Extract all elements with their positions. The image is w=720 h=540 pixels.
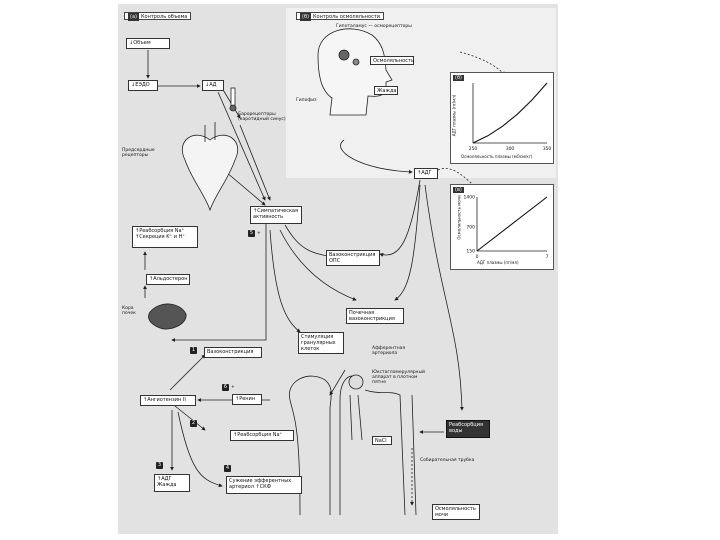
marker-5: 5 — [248, 230, 255, 237]
water-reabsorption-box: Реабсорбция воды — [446, 420, 490, 438]
marker-2: 2 — [190, 420, 197, 427]
pituitary-label: Гипофиз — [296, 98, 317, 103]
marker-3: 3 — [156, 462, 163, 469]
adh-thirst-box: ↑АДГ Жажда — [154, 474, 190, 492]
chart-b-tag: (б) — [453, 75, 464, 81]
chart-b-xtick-1: 300 — [506, 146, 515, 152]
marker-6: 6 — [222, 384, 229, 391]
thirst-box: Жажда — [374, 86, 398, 95]
adrenal-gland-illustration — [148, 303, 187, 330]
chart-urine-osm-vs-adh: (в) Осмоляльность мочи АДГ плазмы (пг/мл… — [450, 184, 554, 270]
chart-c-ytick-0: 1400 — [464, 195, 476, 201]
chart-c-ytick-2: 150 — [466, 249, 475, 255]
chart-c-xlabel: АДГ плазмы (пг/мл) — [477, 260, 519, 265]
na-reabsorption-box: ↑Реабсорбция Na⁺ ↑Секреция K⁺ и H⁺ — [132, 226, 198, 248]
chart-b-xtick-2: 350 — [543, 146, 552, 152]
collecting-duct-label: Собирательная трубка — [420, 458, 475, 463]
chart-b-plot: 250 300 350 — [469, 82, 552, 152]
bp-box: ↓АД — [202, 80, 224, 91]
header-osmolality-control: (б)Контроль осмоляльности — [296, 12, 384, 21]
header-volume-control: (а)Контроль объема — [124, 12, 192, 21]
heart-illustration — [181, 122, 239, 212]
marker-1: 1 — [190, 347, 197, 354]
chart-c-xtick-0: 0 — [476, 254, 479, 260]
jga-label: Юкстагломерулярный аппарат в плотном пят… — [372, 370, 425, 385]
chart-c-ytick-1: 700 — [466, 225, 475, 231]
urine-osmolality-box: Осмоляльность мочи — [432, 504, 480, 520]
plus-sign-b: + — [231, 385, 235, 390]
aldosterone-box: ↑Альдостерон — [146, 274, 190, 285]
adrenal-label: Кора почек — [122, 306, 136, 316]
chart-c-series-line — [476, 196, 548, 252]
chart-c-xtick-1: 7 — [546, 254, 549, 260]
atrial-receptors-label: Предсердные рецепторы — [122, 148, 155, 158]
plus-sign-a: + — [257, 231, 261, 236]
marker-4: 4 — [224, 465, 231, 472]
granular-cells-box: Стимуляция гранулярных клеток — [298, 332, 344, 354]
efferent-box: Сужение эфферентных артериол ↑СКФ — [226, 476, 302, 494]
chart-adh-vs-osmolality: (б) АДГ плазмы (пг/мл) Осмоляльность пла… — [450, 72, 554, 164]
baroreceptor-illustration — [229, 87, 237, 112]
renal-vasoconstriction-box: Почечная вазоконстрикция — [346, 308, 404, 324]
adh-box: ↑АДГ — [414, 168, 438, 179]
nephron-illustration — [288, 374, 417, 516]
sympathetic-box: ↑Симпатическая активность — [250, 206, 302, 224]
chart-b-series-line — [472, 82, 548, 144]
na-reabsorption-2-box: ↑Реабсорбция Na⁺ — [230, 430, 294, 441]
renin-box: ↑Ренин — [232, 394, 262, 405]
nacl-box: NaCl — [372, 436, 392, 445]
chart-b-xlabel: Осмоляльность плазмы (мОсм/кг) — [461, 154, 533, 159]
vasoconstriction-box: Вазоконстрикция — [204, 347, 262, 358]
angiotensin-box: ↑Ангиотензин II — [140, 395, 196, 406]
osmolality-box: Осмоляльность — [370, 56, 414, 65]
hypothalamus-label: Гипоталамус — осморецепторы — [336, 24, 412, 29]
afferent-label: Афферентная артериола — [372, 346, 406, 356]
head-illustration — [317, 28, 393, 116]
vasoconstriction-opc-box: Вазоконстрикция ОПС — [326, 250, 380, 266]
ecv-box: ↓ЕЭДО — [128, 80, 158, 91]
chart-b-xtick-0: 250 — [469, 146, 478, 152]
chart-c-tag: (в) — [453, 187, 464, 193]
baroreceptors-label: Барорецепторы (каротидный синус) — [238, 112, 286, 122]
volume-box: ↓Объем — [126, 38, 170, 49]
